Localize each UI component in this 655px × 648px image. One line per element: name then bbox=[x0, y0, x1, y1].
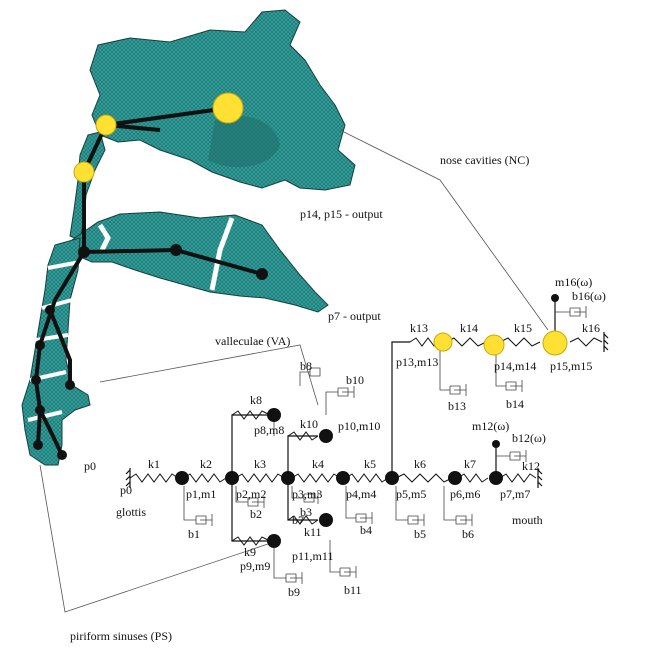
mass-p5 bbox=[385, 471, 399, 485]
mass-p13 bbox=[434, 333, 452, 351]
label-b11: b11 bbox=[344, 583, 362, 597]
label-p0-network: p0 bbox=[120, 483, 132, 497]
label-p7m7: p7,m7 bbox=[500, 487, 530, 501]
label-k11: k11 bbox=[304, 525, 322, 539]
label-m12: m12(ω) bbox=[472, 419, 509, 433]
spring-k12 bbox=[500, 474, 536, 482]
mass-p10 bbox=[319, 429, 333, 443]
label-k10: k10 bbox=[300, 417, 318, 431]
label-b5: b5 bbox=[414, 527, 426, 541]
label-k6: k6 bbox=[414, 457, 426, 471]
label-p8m8: p8,m8 bbox=[254, 423, 284, 437]
spring-k16 bbox=[570, 338, 602, 346]
label-k9: k9 bbox=[244, 545, 256, 559]
pharynx-mesh bbox=[22, 238, 90, 465]
mass-m16 bbox=[551, 294, 559, 302]
label-p6m6: p6,m6 bbox=[450, 487, 480, 501]
spring-k6 bbox=[396, 474, 452, 482]
spring-k1 bbox=[130, 474, 178, 482]
label-k5: k5 bbox=[364, 457, 376, 471]
mass-p6 bbox=[448, 471, 462, 485]
label-output-p14-p15: p14, p15 - output bbox=[300, 207, 383, 221]
mass-p1 bbox=[175, 471, 189, 485]
spring-k7 bbox=[458, 474, 488, 482]
label-k16: k16 bbox=[582, 321, 600, 335]
label-valleculae: valleculae (VA) bbox=[215, 334, 290, 348]
label-nose-cavities: nose cavities (NC) bbox=[440, 153, 529, 167]
label-p2m2: p2,m2 bbox=[236, 487, 266, 501]
label-b13: b13 bbox=[448, 399, 466, 413]
label-k15: k15 bbox=[514, 321, 532, 335]
label-b10: b10 bbox=[346, 373, 364, 387]
label-b4: b4 bbox=[360, 523, 372, 537]
label-p14m14: p14,m14 bbox=[494, 359, 536, 373]
spring-k15 bbox=[500, 338, 540, 346]
label-k8: k8 bbox=[250, 393, 262, 407]
label-p3m3: p3,m3 bbox=[292, 487, 322, 501]
label-piriform: piriform sinuses (PS) bbox=[70, 629, 172, 643]
label-p1m1: p1,m1 bbox=[186, 487, 216, 501]
label-b7: b7 bbox=[292, 513, 304, 527]
label-p15m15: p15,m15 bbox=[550, 359, 592, 373]
network-yellow-masses bbox=[434, 331, 567, 355]
label-p13m13: p13,m13 bbox=[396, 355, 438, 369]
mass-p15 bbox=[543, 331, 567, 355]
label-k2: k2 bbox=[200, 457, 212, 471]
mass-p2 bbox=[225, 471, 239, 485]
label-mouth: mouth bbox=[512, 513, 543, 527]
label-p4m4: p4,m4 bbox=[346, 487, 376, 501]
label-p10m10: p10,m10 bbox=[338, 419, 380, 433]
label-m16: m16(ω) bbox=[555, 275, 592, 289]
label-b14: b14 bbox=[506, 397, 524, 411]
label-p9m9: p9,m9 bbox=[240, 559, 270, 573]
label-b1: b1 bbox=[188, 527, 200, 541]
label-k1: k1 bbox=[148, 457, 160, 471]
label-glottis: glottis bbox=[116, 505, 146, 519]
mass-m12 bbox=[492, 440, 500, 448]
mass-p4 bbox=[336, 471, 350, 485]
mass-p8 bbox=[267, 408, 281, 422]
mass-p7 bbox=[489, 471, 503, 485]
label-p11m11: p11,m11 bbox=[292, 549, 333, 563]
label-k4: k4 bbox=[312, 457, 324, 471]
label-b8: b8 bbox=[300, 359, 312, 373]
label-p0-anatomy: p0 bbox=[84, 459, 96, 473]
mass-p3 bbox=[281, 471, 295, 485]
label-k14: k14 bbox=[460, 321, 478, 335]
mass-p14 bbox=[484, 335, 504, 355]
spring-k5 bbox=[346, 474, 388, 482]
label-output-p7: p7 - output bbox=[328, 309, 381, 323]
label-b16: b16(ω) bbox=[572, 289, 606, 303]
oral-cavity-mesh bbox=[72, 212, 328, 312]
label-k13: k13 bbox=[410, 321, 428, 335]
label-k7: k7 bbox=[464, 457, 476, 471]
spring-k4 bbox=[292, 474, 340, 482]
label-k12: k12 bbox=[522, 459, 540, 473]
mass-p9 bbox=[267, 534, 281, 548]
label-b6: b6 bbox=[462, 527, 474, 541]
label-p5m5: p5,m5 bbox=[396, 487, 426, 501]
label-b9: b9 bbox=[288, 585, 300, 599]
spring-k3 bbox=[236, 474, 284, 482]
label-b2: b2 bbox=[250, 507, 262, 521]
label-b12: b12(ω) bbox=[512, 431, 546, 445]
spring-k2 bbox=[184, 474, 226, 482]
label-k3: k3 bbox=[254, 457, 266, 471]
